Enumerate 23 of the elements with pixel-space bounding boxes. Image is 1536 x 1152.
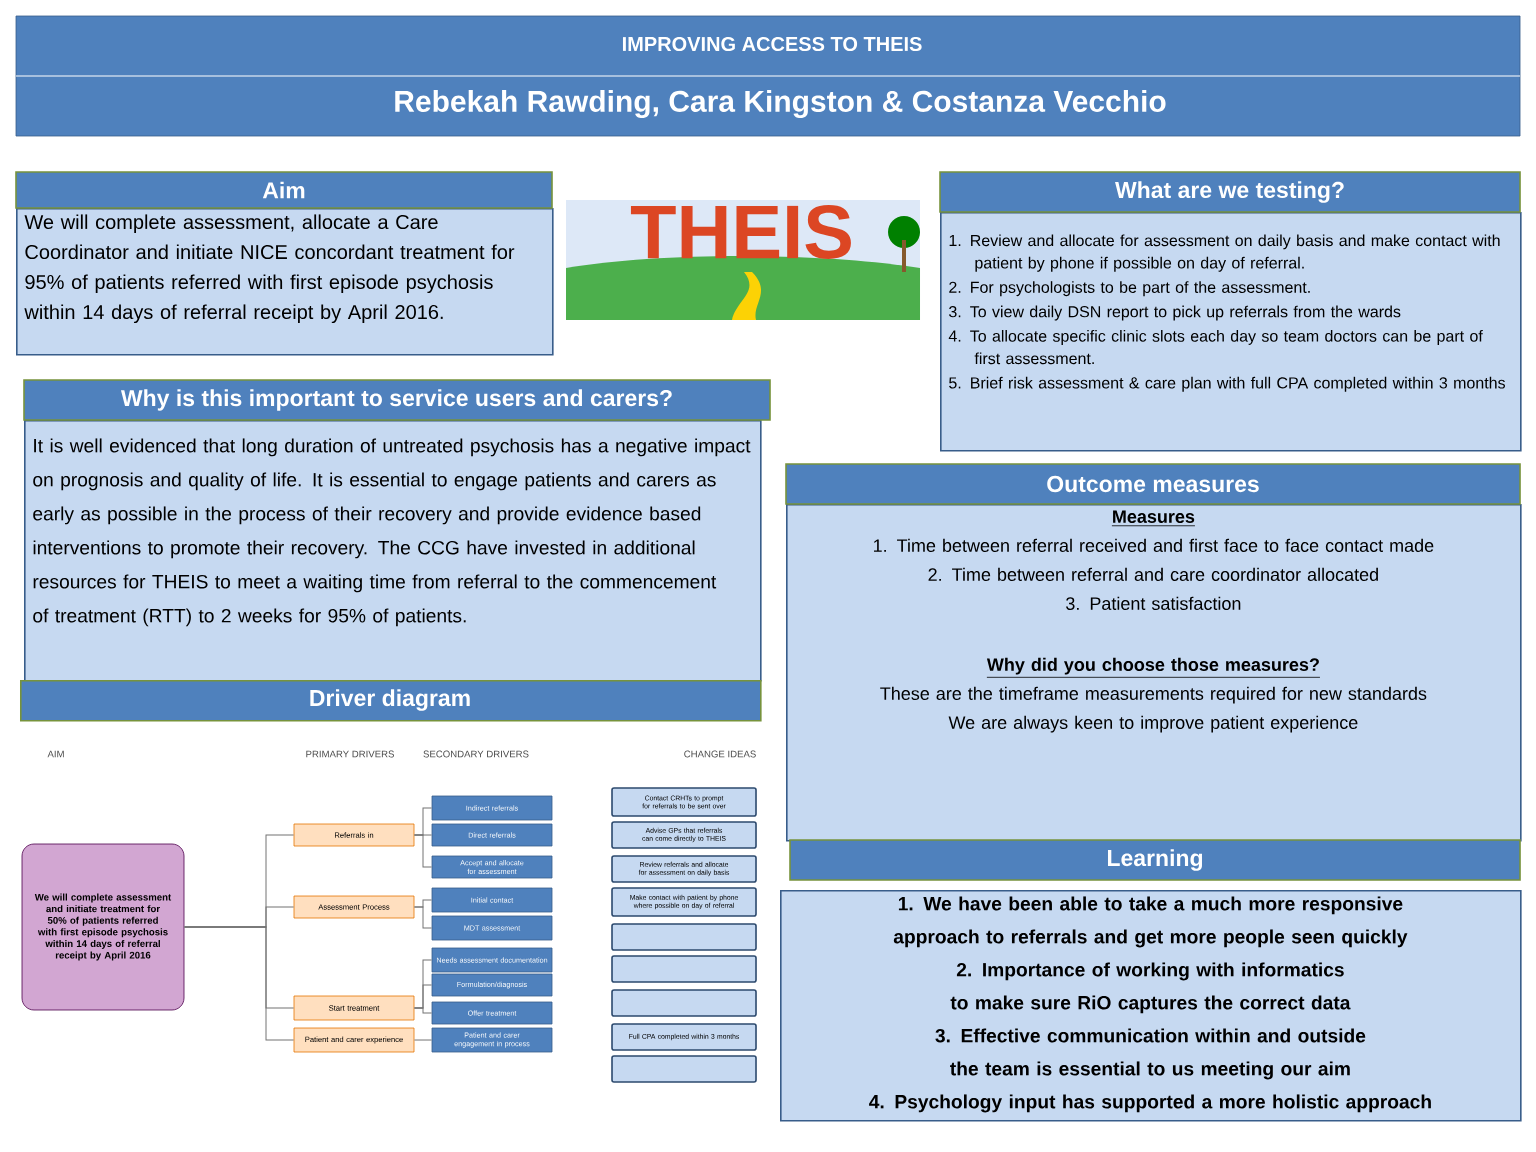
node-label: Learning xyxy=(1107,849,1203,871)
change-idea-box xyxy=(611,1055,757,1083)
node-label: Why is this important to service users and carers? xyxy=(120,389,672,411)
diagram-title: IMPROVING ACCESS TO THEIS xyxy=(622,36,922,52)
connector-line xyxy=(413,1007,433,1014)
label: Rebekah Rawding, Cara Kingston & Costanza Vecchio xyxy=(395,89,1166,119)
node-label: Outcome measures xyxy=(1047,475,1259,493)
lettering: THEIS xyxy=(630,205,851,259)
connector-line xyxy=(183,926,295,1041)
change-idea-box xyxy=(611,923,757,951)
node-label: Aim xyxy=(262,181,305,199)
connector-line xyxy=(413,834,433,868)
testing-panel: What are we testing? 1. Review and allocate for assessment on daily basis and make contact with patient by phone if possible on day of referral. 2. For psychologists to be part of the assessment. 3. To view daily DSN report to pick up referrals from the wards 4. To allocate specific clinic slots each day so team doctors can be part of first assessment. 5. Brief risk assessment & care plan with full CPA completed within 3 months xyxy=(939,171,1522,452)
connector-line xyxy=(413,906,433,929)
outcome-panel: Outcome measures Measures 1. Time between referral received and first face to face contact made 2. Time between referral and care coordinator allocated 3. Patient satisfaction Why did you choose those measures? These are the timeframe measurements required for new standards We are always keen to improve patient experience xyxy=(785,463,1522,842)
change-idea-box xyxy=(611,955,757,983)
section-header: Driver diagram xyxy=(20,680,762,722)
change-idea-box xyxy=(611,989,757,1017)
learning-panel: Learning 1. We have been able to take a much more responsive approach to referrals and get more people seen quickly 2. Importance of working with informatics to make sure RiO captures the correct data 3. Effective communication within and outside the team is essential to us meeting our aim 4. Psychology input has supported a more holistic approach xyxy=(780,839,1522,1122)
node-label: What are we testing? xyxy=(1115,181,1344,203)
importance-panel: Why is this important to service users and carers? It is well evidenced that long duration of untreated psychosis has a negative impact on prognosis and quality of life. It is essential to engage patients and carers as early as possible in the process of their recovery and provide evidence based interventions to promote their recovery. The CCG have invested in additional resources for THEIS to meet a waiting time from referral to the commencement of treatment (RTT) to 2 weeks for 95% of patients. xyxy=(23,379,771,682)
connector-line xyxy=(413,1039,433,1041)
aim-panel: Aim We will complete assessment, allocate a Care Coordinator and initiate NICE concordant treatment for 95% of patients referred with first episode psychosis within 14 days of referral receipt by April 2016. xyxy=(15,171,554,356)
